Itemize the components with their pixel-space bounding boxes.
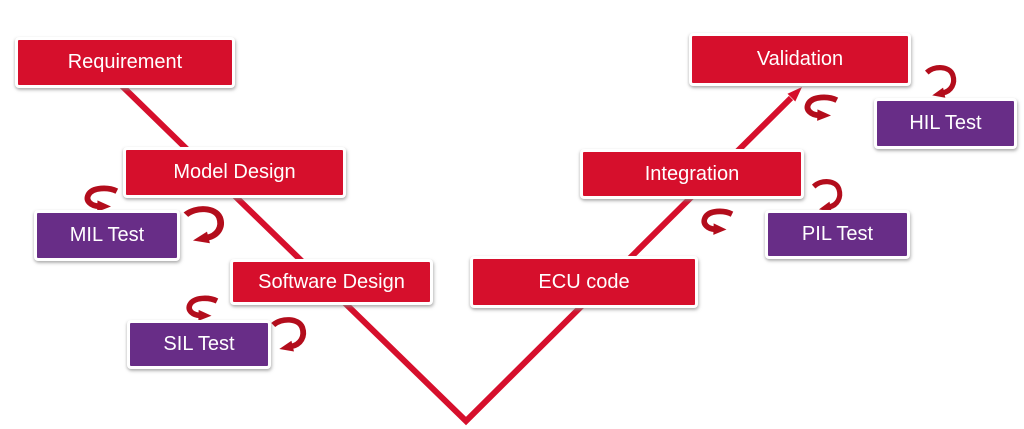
- iteration-arrow-ccw-icon: [701, 208, 734, 235]
- node-integration: Integration: [580, 149, 804, 199]
- iteration-arrow-cw-icon: [183, 206, 224, 244]
- node-validation: Validation: [689, 33, 911, 86]
- node-mil-test: MIL Test: [34, 210, 180, 261]
- v-line: [119, 83, 794, 426]
- node-model-design: Model Design: [123, 147, 346, 198]
- iteration-arrow-ccw-icon: [84, 185, 119, 212]
- node-pil-test: PIL Test: [765, 210, 910, 259]
- node-hil-test: HIL Test: [874, 98, 1017, 149]
- node-software-design: Software Design: [230, 259, 433, 305]
- iteration-arrow-cw-icon: [925, 65, 957, 98]
- iteration-arrow-cw-icon: [811, 179, 843, 212]
- flow-arrowhead-icon: [787, 87, 802, 102]
- iteration-arrow-ccw-icon: [804, 94, 839, 121]
- node-requirement: Requirement: [15, 37, 235, 88]
- node-sil-test: SIL Test: [127, 320, 271, 369]
- node-ecu-code: ECU code: [470, 256, 698, 308]
- iteration-arrow-ccw-icon: [186, 295, 219, 321]
- iteration-arrow-cw-icon: [271, 317, 307, 352]
